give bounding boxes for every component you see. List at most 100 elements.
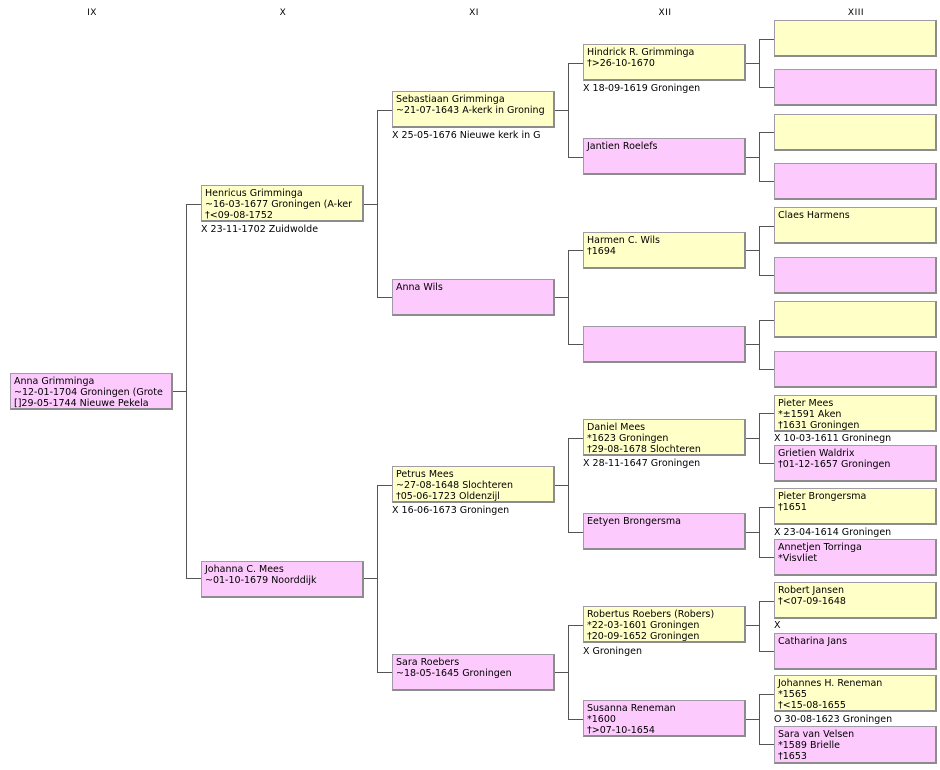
person-birth: *±1591 Aken <box>778 409 842 420</box>
marriage-info: X 18-09-1619 Groningen <box>583 83 701 94</box>
connector-line <box>759 226 774 227</box>
connector-line <box>759 413 760 464</box>
connector-line <box>377 672 392 673</box>
connector-line <box>377 485 378 673</box>
person-birth: *1589 Brielle <box>778 740 840 751</box>
person-box-empty[interactable] <box>774 257 937 294</box>
connector-line <box>377 485 392 486</box>
person-box[interactable]: Susanna Reneman *1600 †>07-10-1654 <box>583 700 746 737</box>
person-name: Grietien Waldrix <box>778 448 855 459</box>
person-name: Johannes H. Reneman <box>778 678 883 689</box>
connector-line <box>759 694 760 745</box>
person-box-empty[interactable] <box>774 114 937 151</box>
connector-line <box>759 275 774 276</box>
person-box[interactable]: Sebastiaan Grimminga ~21-07-1643 A-kerk … <box>392 91 555 128</box>
connector-line <box>746 157 759 158</box>
person-box[interactable]: Annetjen Torringa *Visvliet <box>774 539 937 576</box>
person-box[interactable]: Pieter Brongersma †1651 <box>774 488 937 525</box>
connector-line <box>746 532 759 533</box>
connector-line <box>759 651 774 652</box>
person-baptism: ~18-05-1645 Groningen <box>396 668 512 679</box>
connector-line <box>568 532 583 533</box>
person-box[interactable]: Claes Harmens <box>774 207 937 244</box>
connector-line <box>759 601 760 652</box>
connector-line <box>759 463 774 464</box>
person-box-empty[interactable] <box>774 351 937 388</box>
person-box-empty[interactable] <box>774 163 937 200</box>
person-name: Petrus Mees <box>396 469 454 480</box>
person-box[interactable]: Pieter Mees *±1591 Aken †1631 Groningen <box>774 395 937 432</box>
connector-line <box>186 204 201 205</box>
connector-line <box>746 250 759 251</box>
person-box-empty[interactable] <box>774 20 937 57</box>
person-birth: *1600 <box>587 714 616 725</box>
connector-line <box>186 578 201 579</box>
person-death: †<09-08-1752 <box>205 210 273 221</box>
person-box[interactable]: Johannes H. Reneman *1565 †<15-08-1655 <box>774 675 937 712</box>
connector-line <box>555 485 568 486</box>
connector-line <box>568 344 583 345</box>
connector-line <box>759 226 760 276</box>
connector-line <box>555 672 568 673</box>
person-death: †20-09-1652 Groningen <box>587 631 700 642</box>
person-box[interactable]: Sara van Velsen *1589 Brielle †1653 <box>774 726 937 764</box>
connector-line <box>759 39 774 40</box>
person-name: Hindrick R. Grimminga <box>587 47 695 58</box>
connector-line <box>759 507 774 508</box>
person-box-empty[interactable] <box>774 301 937 338</box>
person-box[interactable]: Eetyen Brongersma <box>583 513 746 550</box>
generation-header-xi: XI <box>469 8 479 18</box>
connector-line <box>759 320 774 321</box>
connector-line <box>759 181 774 182</box>
marriage-info: O 30-08-1623 Groningen <box>774 714 893 725</box>
person-box[interactable]: Anna Wils <box>392 279 555 316</box>
connector-line <box>759 87 774 88</box>
connector-line <box>568 250 583 251</box>
person-box[interactable]: Hindrick R. Grimminga †>26-10-1670 <box>583 44 746 81</box>
person-box[interactable]: Daniel Mees *1623 Groningen †29-08-1678 … <box>583 419 746 456</box>
person-baptism: ~12-01-1704 Groningen (Grote <box>14 387 163 398</box>
connector-line <box>759 132 760 182</box>
connector-line <box>364 578 377 579</box>
connector-line <box>746 719 759 720</box>
person-death: †1694 <box>587 246 616 257</box>
person-box-empty[interactable] <box>774 69 937 106</box>
marriage-info: X Groningen <box>583 646 642 657</box>
person-box[interactable]: Robertus Roebers (Robers) *22-03-1601 Gr… <box>583 606 746 643</box>
marriage-info: X 16-06-1673 Groningen <box>392 505 510 516</box>
generation-header-x: X <box>279 8 287 18</box>
person-birth: *Visvliet <box>778 553 818 564</box>
person-death: †1653 <box>778 751 807 762</box>
person-box[interactable]: Robert Jansen †<07-09-1648 <box>774 582 937 619</box>
person-name: Anna Grimminga <box>14 376 95 387</box>
connector-line <box>759 39 760 88</box>
person-box[interactable]: Henricus Grimminga ~16-03-1677 Groningen… <box>201 185 364 222</box>
connector-line <box>568 250 569 345</box>
marriage-info: X 23-04-1614 Groningen <box>774 527 892 538</box>
connector-line <box>746 344 759 345</box>
person-name: Susanna Reneman <box>587 703 676 714</box>
connector-line <box>568 438 583 439</box>
connector-line <box>759 320 760 370</box>
person-name: Pieter Mees <box>778 398 834 409</box>
person-name: Harmen C. Wils <box>587 235 660 246</box>
person-box[interactable]: Grietien Waldrix †01-12-1657 Groningen <box>774 445 937 482</box>
person-box[interactable]: Petrus Mees ~27-08-1648 Slochteren †05-0… <box>392 466 555 503</box>
person-name: Daniel Mees <box>587 422 646 433</box>
person-box[interactable]: Anna Grimminga ~12-01-1704 Groningen (Gr… <box>10 373 173 410</box>
person-box[interactable]: Jantien Roelefs <box>583 138 746 175</box>
person-box[interactable]: Sara Roebers ~18-05-1645 Groningen <box>392 654 555 691</box>
person-death: †01-12-1657 Groningen <box>778 459 891 470</box>
person-box-empty[interactable] <box>583 326 746 363</box>
person-name: Johanna C. Mees <box>205 564 284 575</box>
connector-line <box>555 110 568 111</box>
connector-line <box>364 204 377 205</box>
marriage-info: X <box>774 620 781 631</box>
connector-line <box>746 63 759 64</box>
person-box[interactable]: Johanna C. Mees ~01-10-1679 Noorddijk <box>201 561 364 598</box>
person-box[interactable]: Catharina Jans <box>774 633 937 670</box>
connector-line <box>759 694 774 695</box>
person-name: Sara van Velsen <box>778 729 855 740</box>
person-name: Pieter Brongersma <box>778 491 867 502</box>
person-box[interactable]: Harmen C. Wils †1694 <box>583 232 746 269</box>
